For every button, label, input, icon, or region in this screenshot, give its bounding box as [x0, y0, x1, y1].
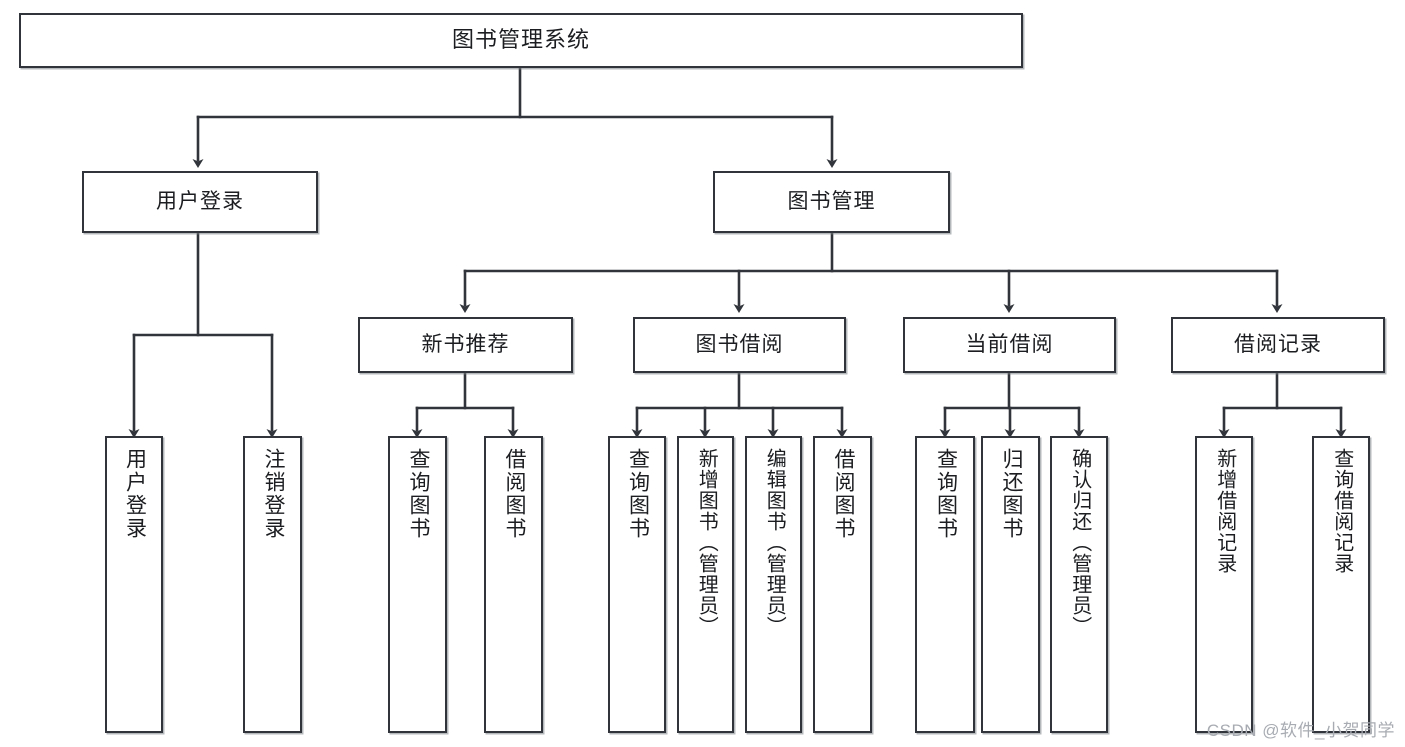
- node-label: 查询图书: [626, 448, 650, 540]
- node-label: 当前借阅: [965, 333, 1054, 357]
- node-label: 用户登录: [123, 448, 147, 540]
- node-user-login[interactable]: 用户登录: [82, 171, 318, 233]
- node-label: 图书管理: [787, 190, 876, 214]
- leaf-current-borrow-query-book[interactable]: 查询图书: [915, 436, 975, 733]
- node-label: 借阅图书: [502, 448, 526, 540]
- leaf-current-borrow-confirm-return[interactable]: 确认归还（管理员）: [1050, 436, 1108, 733]
- node-label: 图书借阅: [695, 333, 784, 357]
- node-label: 查询借阅记录: [1330, 448, 1353, 574]
- leaf-book-borrow-add-book[interactable]: 新增图书（管理员）: [677, 436, 734, 733]
- leaf-current-borrow-return-book[interactable]: 归还图书: [981, 436, 1040, 733]
- node-borrow-record[interactable]: 借阅记录: [1171, 317, 1385, 373]
- leaf-book-borrow-edit-book[interactable]: 编辑图书（管理员）: [745, 436, 802, 733]
- node-label: 查询图书: [934, 448, 958, 540]
- node-label: 借阅图书: [831, 448, 855, 540]
- node-label: 图书管理系统: [451, 27, 590, 53]
- leaf-book-borrow-borrow-book[interactable]: 借阅图书: [813, 436, 872, 733]
- node-label: 新书推荐: [421, 333, 510, 357]
- node-label: 新增图书（管理员）: [695, 448, 718, 637]
- node-root[interactable]: 图书管理系统: [19, 13, 1023, 68]
- node-label: 查询图书: [406, 448, 430, 540]
- watermark-text: CSDN @软件_小贺同学: [1206, 721, 1395, 740]
- leaf-borrow-record-add-record[interactable]: 新增借阅记录: [1195, 436, 1253, 733]
- node-label: 确认归还（管理员）: [1068, 448, 1091, 637]
- leaf-user-login-logout[interactable]: 注销登录: [243, 436, 302, 733]
- node-book-borrow[interactable]: 图书借阅: [633, 317, 846, 373]
- node-label: 注销登录: [261, 448, 285, 540]
- leaf-book-borrow-query-book[interactable]: 查询图书: [608, 436, 666, 733]
- node-label: 新增借阅记录: [1213, 448, 1236, 574]
- leaf-borrow-record-query-record[interactable]: 查询借阅记录: [1312, 436, 1370, 733]
- node-book-management[interactable]: 图书管理: [713, 171, 950, 233]
- node-label: 归还图书: [999, 448, 1023, 540]
- node-label: 用户登录: [156, 190, 244, 214]
- node-label: 借阅记录: [1234, 333, 1322, 357]
- leaf-user-login-login[interactable]: 用户登录: [105, 436, 163, 733]
- leaf-new-book-query-book[interactable]: 查询图书: [388, 436, 447, 733]
- node-label: 编辑图书（管理员）: [763, 448, 786, 637]
- node-new-book-recommend[interactable]: 新书推荐: [358, 317, 573, 373]
- leaf-new-book-borrow-book[interactable]: 借阅图书: [484, 436, 543, 733]
- node-current-borrow[interactable]: 当前借阅: [903, 317, 1116, 373]
